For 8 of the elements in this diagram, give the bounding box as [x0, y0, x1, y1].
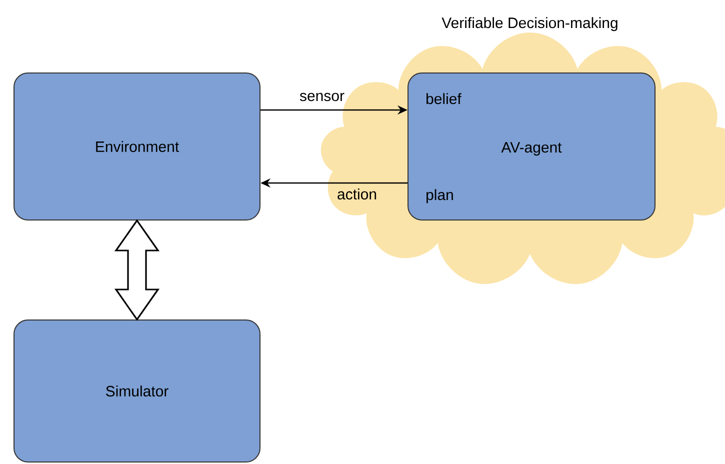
box-text: belief: [426, 93, 462, 104]
box-text: AV-agent: [501, 142, 562, 156]
box-text: Simulator: [106, 386, 168, 396]
box-text: plan: [426, 189, 453, 204]
cloud-title: Verifiable Decision-making: [442, 17, 618, 32]
edge-label: action: [338, 188, 376, 200]
box-text: Environment: [96, 141, 179, 152]
edge-label: sensor: [300, 92, 344, 102]
